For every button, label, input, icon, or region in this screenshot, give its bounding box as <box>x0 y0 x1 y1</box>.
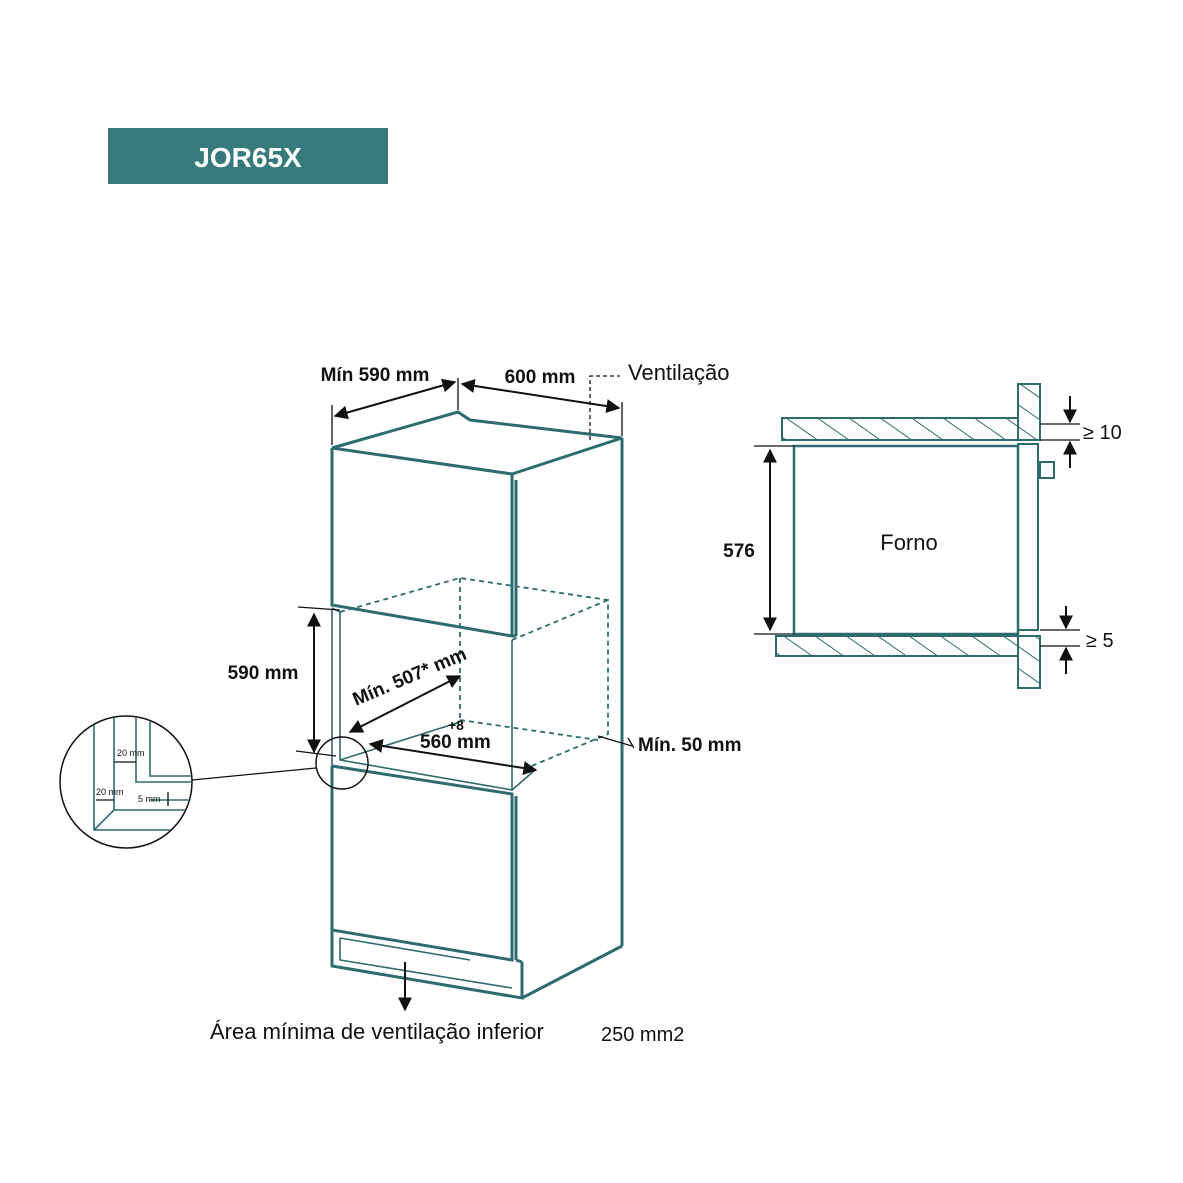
svg-text:Ventilação: Ventilação <box>628 360 730 385</box>
svg-text:576: 576 <box>723 541 755 562</box>
dim-depth-min: Mín 590 mm <box>321 365 459 445</box>
svg-text:560 mm: 560 mm <box>420 732 491 753</box>
svg-text:≥ 10: ≥ 10 <box>1083 422 1122 444</box>
svg-text:250 mm2: 250 mm2 <box>601 1024 684 1046</box>
dim-bottom-gap: ≥ 5 <box>1040 606 1114 674</box>
bottom-vent-callout: Área mínima de ventilação inferior 250 m… <box>210 962 684 1046</box>
svg-text:≥ 5: ≥ 5 <box>1086 630 1114 652</box>
dim-niche-width: +8 560 mm <box>368 717 538 775</box>
cabinet-drawing <box>330 410 624 1000</box>
model-name: JOR65X <box>194 142 302 173</box>
svg-text:590 mm: 590 mm <box>228 663 299 684</box>
dim-niche-height: 590 mm <box>228 606 341 757</box>
side-view: Forno <box>775 383 1055 689</box>
svg-text:Área mínima de ventilação infe: Área mínima de ventilação inferior <box>210 1019 544 1044</box>
svg-text:Mín. 50 mm: Mín. 50 mm <box>638 735 741 756</box>
svg-text:20 mm: 20 mm <box>96 787 124 797</box>
dim-oven-height: 576 <box>723 445 794 635</box>
svg-text:Mín 590 mm: Mín 590 mm <box>321 365 430 386</box>
svg-text:20 mm: 20 mm <box>117 748 145 758</box>
detail-callout: 20 mm 20 mm 5 mm <box>59 715 369 849</box>
svg-text:600 mm: 600 mm <box>505 367 576 388</box>
model-banner <box>108 128 388 184</box>
svg-text:+8: +8 <box>448 717 464 733</box>
dim-top-gap: ≥ 10 <box>1040 396 1122 468</box>
ventilation-callout: Ventilação <box>589 360 730 440</box>
oven-label: Forno <box>880 530 937 555</box>
dim-side-gap: Mín. 50 mm <box>597 735 741 756</box>
svg-text:5 mm: 5 mm <box>138 794 161 804</box>
dim-width: 600 mm <box>460 367 623 436</box>
